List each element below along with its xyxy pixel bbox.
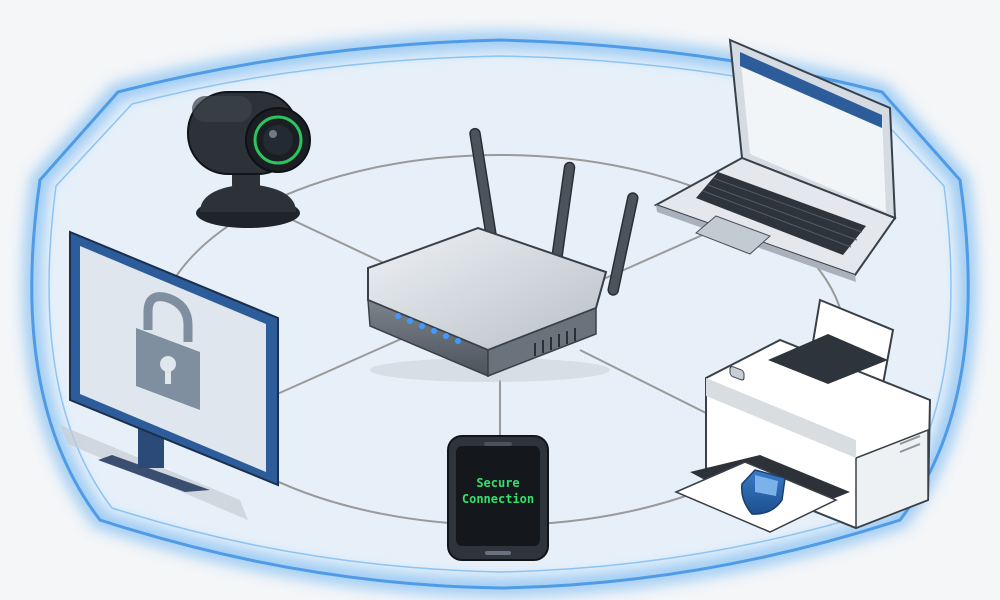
padlock-icon bbox=[136, 292, 200, 410]
wifi-router-icon bbox=[367, 127, 639, 382]
router-status-leds bbox=[395, 313, 461, 344]
router-vents bbox=[534, 328, 576, 356]
smartphone-icon: Secure Connection bbox=[447, 435, 549, 561]
printer-icon bbox=[674, 298, 932, 533]
laptop-icon bbox=[653, 38, 897, 282]
shield-icon bbox=[740, 469, 786, 515]
phone-screen-line-2: Connection bbox=[462, 492, 534, 506]
security-camera-icon bbox=[187, 91, 311, 228]
router-antennas bbox=[469, 127, 639, 296]
phone-screen-line-1: Secure bbox=[476, 476, 519, 490]
desktop-monitor-icon bbox=[60, 230, 279, 520]
connection-printer bbox=[579, 349, 721, 421]
connection-monitor bbox=[274, 334, 411, 396]
